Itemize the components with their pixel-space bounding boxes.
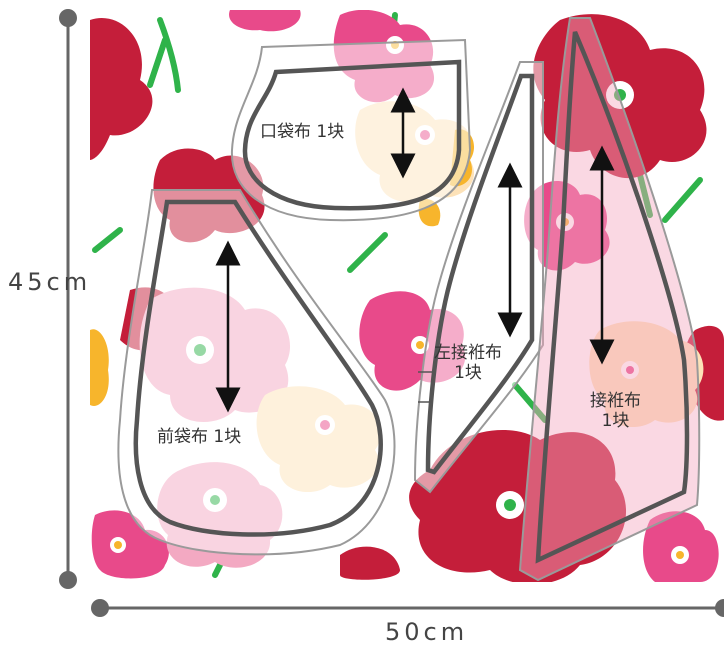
pattern-piece-left-gusset xyxy=(413,61,544,494)
width-dimension-label: 50cm xyxy=(385,618,469,646)
pocket-qty: 1块 xyxy=(316,122,345,142)
pattern-piece-pocket xyxy=(230,38,472,222)
height-dimension-label: 45cm xyxy=(8,268,92,296)
gusset-qty: 1块 xyxy=(601,410,630,431)
left-gusset-label: 左接袵布 1块 xyxy=(434,343,502,383)
front-pocket-label: 前袋布 1块 xyxy=(157,427,242,448)
left-gusset-name: 左接袵布 xyxy=(434,343,502,363)
gusset-label: 接袵布 1块 xyxy=(590,391,641,431)
pocket-label: 口袋布 1块 xyxy=(260,122,345,143)
pocket-name: 口袋布 xyxy=(260,122,311,142)
front-pocket-name: 前袋布 xyxy=(157,427,208,447)
gusset-name: 接袵布 xyxy=(590,391,641,411)
dimension-width xyxy=(91,599,724,617)
pattern-piece-front-pocket xyxy=(117,189,396,556)
front-pocket-qty: 1块 xyxy=(213,427,242,447)
dimension-height xyxy=(59,9,77,589)
pattern-piece-gusset xyxy=(518,17,701,582)
left-gusset-qty: 1块 xyxy=(454,362,482,383)
